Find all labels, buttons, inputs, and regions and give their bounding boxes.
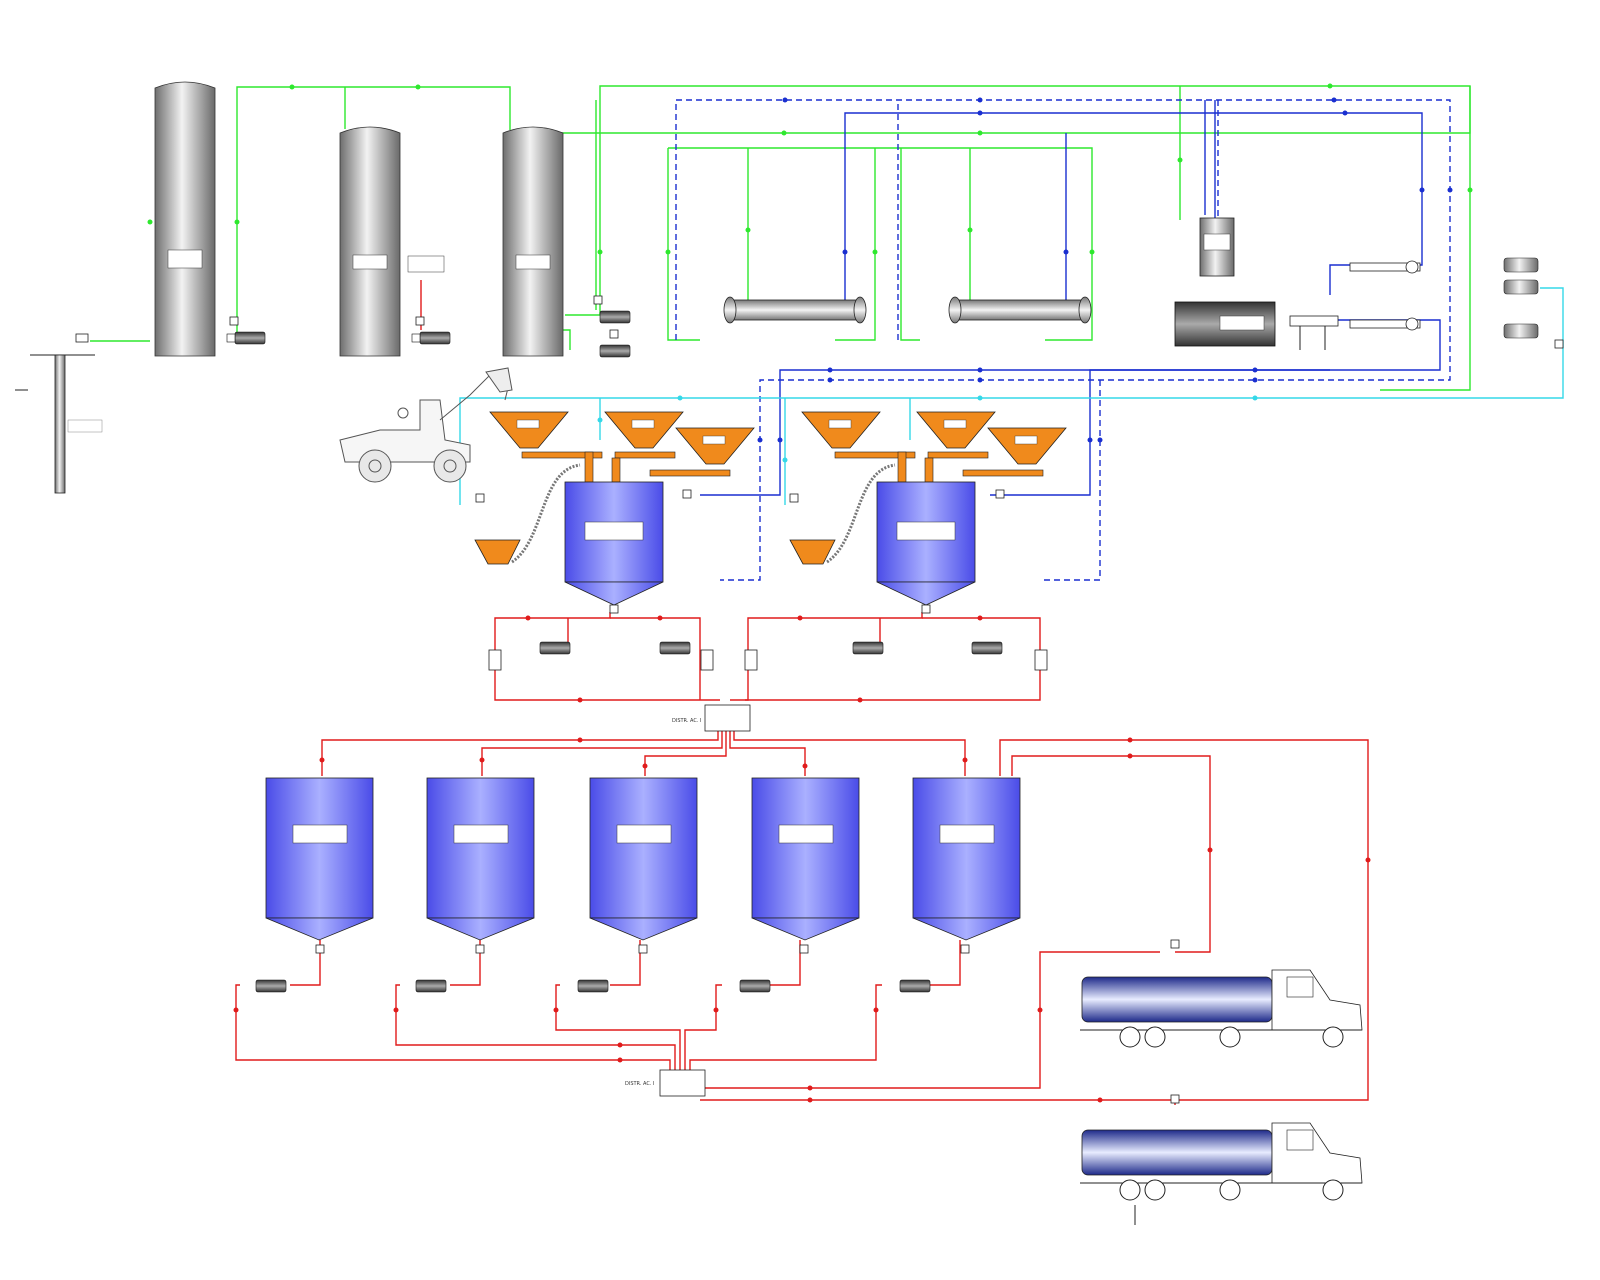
hopper [987,427,1067,465]
chiller-unit [1174,301,1276,347]
tanker-truck [1080,969,1363,1048]
silo [502,126,564,357]
hopper [604,411,684,449]
storage-tank [751,777,860,941]
flow-markers [147,83,1473,1103]
reactor-tank [564,481,664,606]
storage-tank [426,777,535,941]
pump-icon [255,979,287,993]
distribution-manifold: DISTR. AC. I [672,704,751,732]
compressor [1503,257,1539,339]
pump-icon [226,331,266,345]
pump-icon [415,979,447,993]
silo [154,81,216,357]
pump-icon [411,331,451,345]
filter [488,649,1048,671]
cooling-tower-pumps [1349,260,1421,331]
pump-icon [539,641,571,655]
pump-icon [971,641,1003,655]
valve-icon [229,295,1564,1104]
cooling-lines [700,100,1441,496]
pump-icon [599,310,631,324]
heat-exchanger [723,296,867,324]
manifold [1289,315,1339,350]
tanker-truck [1080,1122,1363,1225]
heat-exchanger [948,296,1092,324]
screw-conveyor [521,451,1044,483]
product-lines [235,280,1369,1105]
pump-icon [739,979,771,993]
distribution-manifold: DISTR. AC. I [625,1069,706,1097]
hopper [789,539,836,565]
hopper [801,411,881,449]
storage-tank [912,777,1021,941]
pump-icon [659,641,691,655]
pump-icon [577,979,609,993]
cooling-return-lines [675,99,1451,581]
manifold-label: DISTR. AC. I [672,718,702,724]
reactor-tank [876,481,976,606]
manifold-label: DISTR. AC. I [625,1081,655,1087]
hopper [489,411,569,449]
storage-tank [265,777,374,941]
hopper [916,411,996,449]
silo [339,126,445,357]
pump-icon [852,641,884,655]
pump-icon [899,979,931,993]
wheel-loader [339,367,513,483]
expansion-tank [1199,217,1235,277]
hopper [675,427,755,465]
pump-icon [599,344,631,358]
water-well [15,333,103,494]
flexible-hose [511,463,896,564]
hopper [474,539,521,565]
storage-tank [589,777,698,941]
